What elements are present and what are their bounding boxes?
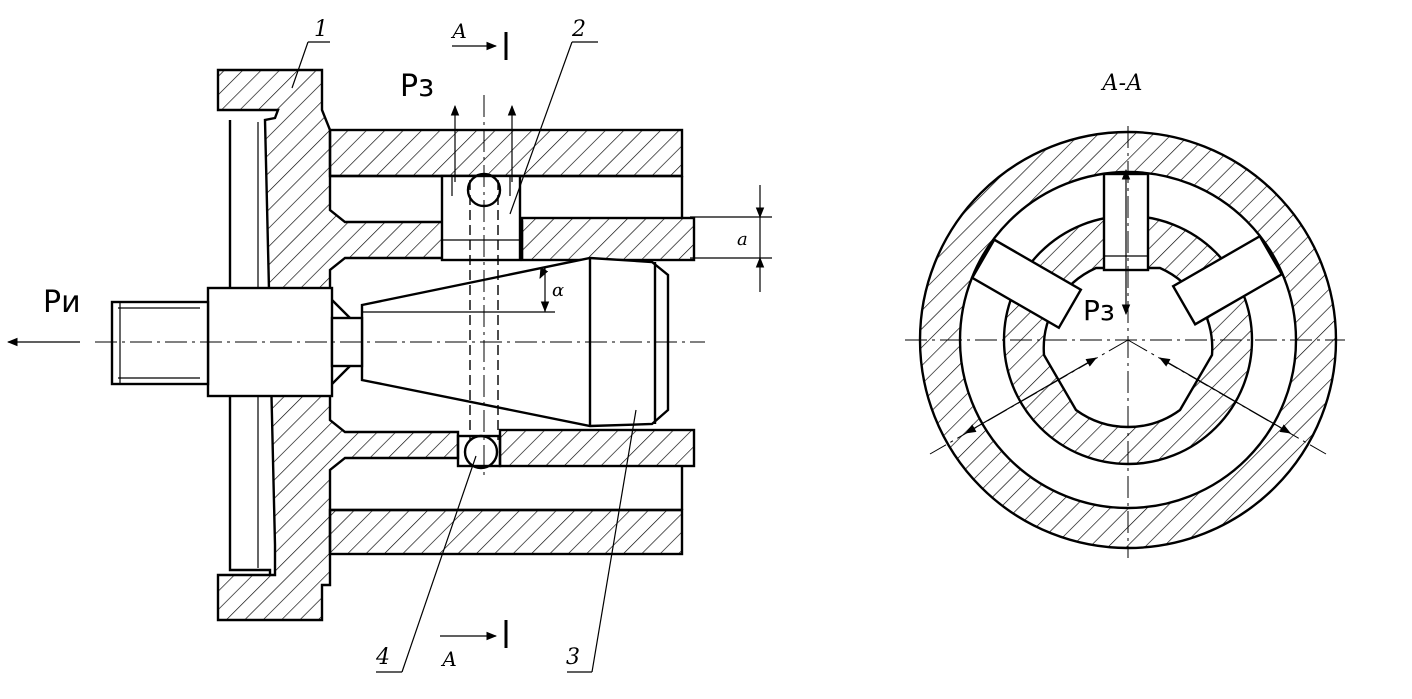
pi-label: Ри xyxy=(43,285,81,320)
plunger-left xyxy=(1171,234,1284,326)
callout-3: 3 xyxy=(566,409,637,673)
alpha-label: α xyxy=(552,280,564,301)
inner-sleeve-lower xyxy=(498,428,696,468)
section-title: А-А xyxy=(1100,71,1143,96)
plunger-right xyxy=(970,238,1083,330)
svg-text:4: 4 xyxy=(375,645,390,670)
inner-sleeve-upper-right xyxy=(520,216,696,262)
ball-lower-part-4 xyxy=(463,434,499,470)
callout-2: 2 xyxy=(509,17,598,215)
dim-a-label: а xyxy=(737,229,748,250)
threaded-end xyxy=(110,300,210,386)
pz-top-label: Рз xyxy=(400,69,434,104)
pz-section-label: Рз xyxy=(1083,294,1115,327)
section-a-a: А-А Рз xyxy=(905,71,1345,558)
plunger-part-2 xyxy=(440,174,522,262)
outer-sleeve-lower xyxy=(328,508,684,556)
section-mark-top: А xyxy=(450,19,467,43)
callout-4: 4 xyxy=(375,455,477,673)
svg-text:1: 1 xyxy=(314,17,328,42)
svg-text:2: 2 xyxy=(571,17,586,42)
section-mark-bottom: А xyxy=(440,647,457,671)
outer-sleeve-upper xyxy=(328,128,684,178)
svg-text:3: 3 xyxy=(566,645,580,670)
callout-1: 1 xyxy=(291,17,330,89)
longitudinal-section: α а Рз Ри А А 1 2 xyxy=(6,17,772,673)
